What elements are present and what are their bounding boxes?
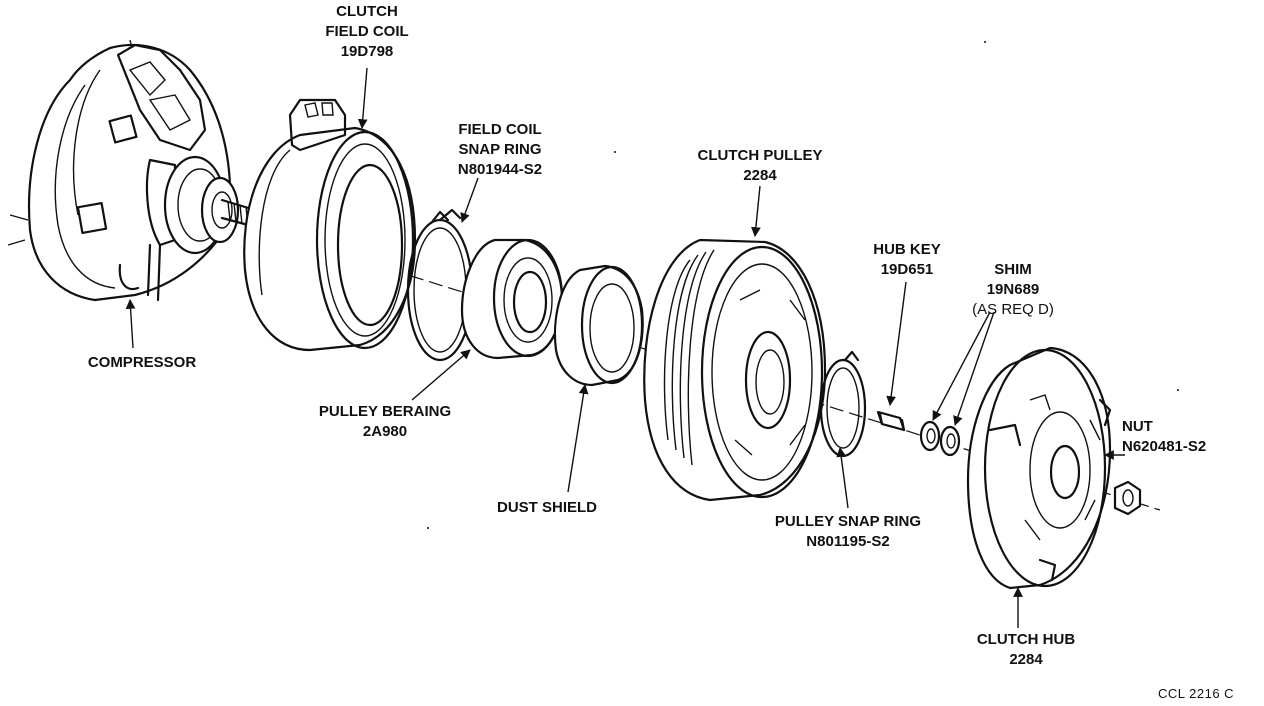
label-nut: NUT N620481-S2 <box>1122 418 1207 455</box>
label-dust-shield: DUST SHIELD <box>496 499 597 516</box>
leader-pulley-snap-ring <box>836 447 849 509</box>
figure-code: CCL 2216 C <box>1158 686 1235 701</box>
leader-clutch-field-coil <box>357 67 368 129</box>
leader-shim-2 <box>953 311 995 426</box>
label-pulley-snap-ring: PULLEY SNAP RING N801195-S2 <box>774 513 922 550</box>
clutch-field-coil-part <box>243 98 417 352</box>
label-pulley-bearing: PULLEY BERAING 2A980 <box>318 403 452 440</box>
dust-shield-part <box>553 264 644 387</box>
leader-compressor <box>125 299 136 349</box>
pulley-bearing-part <box>460 238 564 360</box>
leader-field-coil-snap-ring <box>460 177 479 223</box>
leader-clutch-pulley <box>751 185 761 237</box>
hub-key-part <box>876 410 906 432</box>
label-clutch-pulley: CLUTCH PULLEY 2284 <box>697 147 823 184</box>
label-compressor: COMPRESSOR <box>87 354 197 371</box>
leader-dust-shield <box>567 384 589 493</box>
nut-part <box>1113 480 1142 516</box>
label-clutch-hub: CLUTCH HUB 2284 <box>976 631 1076 668</box>
clutch-hub-part <box>966 346 1112 590</box>
shim-part <box>919 420 961 457</box>
leader-pulley-bearing <box>411 349 471 401</box>
leader-hub-key <box>886 281 907 406</box>
clutch-pulley-part <box>643 238 827 502</box>
compressor-part <box>7 39 257 302</box>
label-hub-key: HUB KEY 19D651 <box>873 241 941 278</box>
label-clutch-field-coil: CLUTCH FIELD COIL 19D798 <box>325 3 409 60</box>
pulley-snap-ring-part <box>819 350 867 458</box>
label-field-coil-snap-ring: FIELD COIL SNAP RING N801944-S2 <box>457 121 543 178</box>
leader-shim-1 <box>932 311 991 421</box>
label-shim: SHIM 19N689 (AS REQ D) <box>972 261 1054 318</box>
